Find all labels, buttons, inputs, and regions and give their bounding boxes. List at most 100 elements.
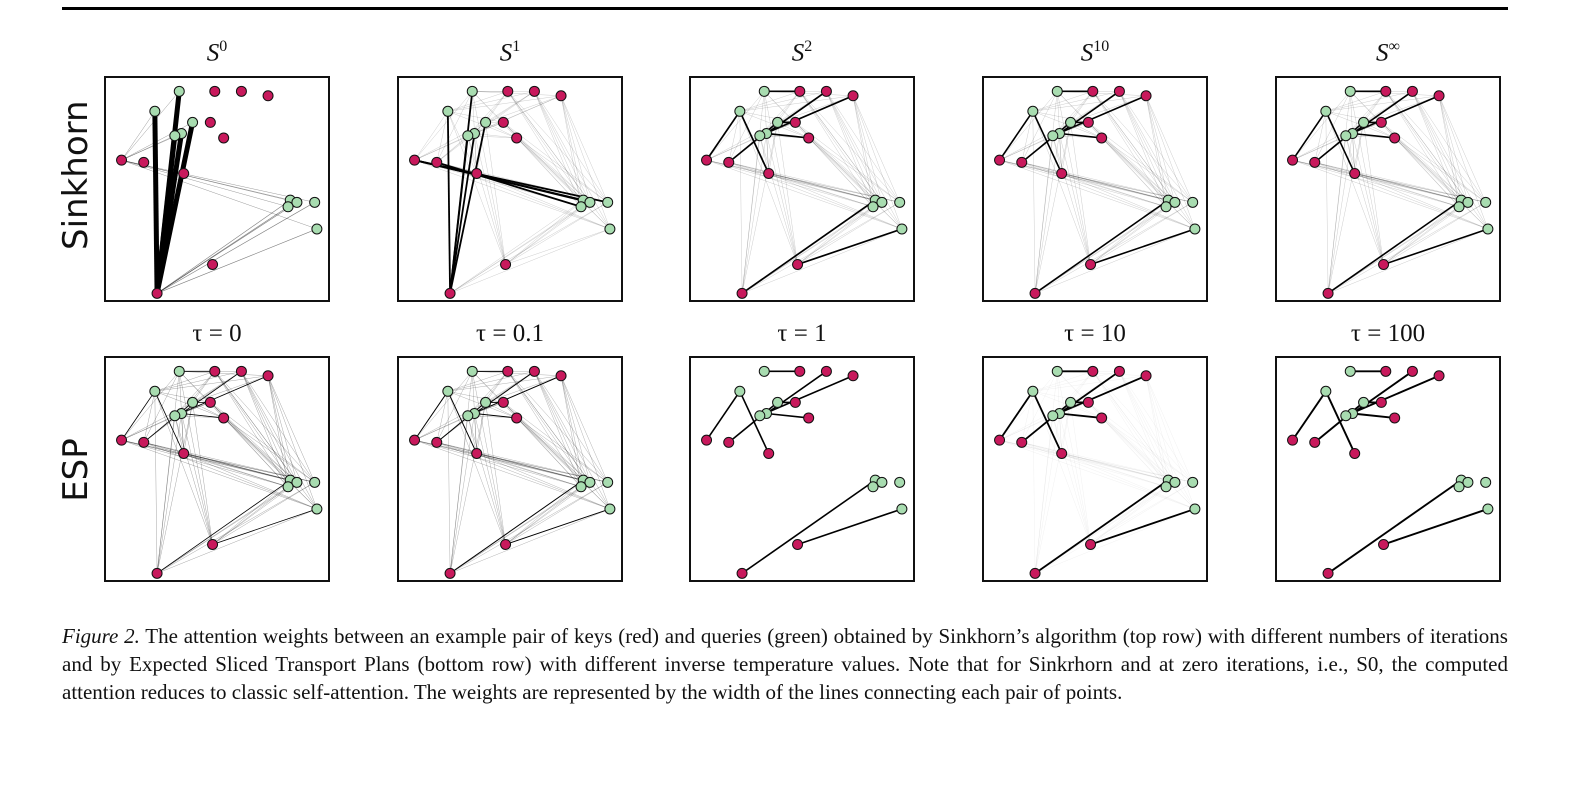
attention-edge <box>505 486 582 545</box>
attention-edge <box>1021 442 1175 483</box>
panel-plot <box>701 85 908 299</box>
key-point <box>409 154 421 166</box>
attention-edge <box>1394 137 1460 207</box>
attention-edge <box>214 371 291 481</box>
attention-edge <box>1090 482 1193 545</box>
key-point <box>1322 287 1334 299</box>
attention-edge <box>1034 202 1193 294</box>
caption-lead: Figure 2. <box>62 624 140 648</box>
attention-edge <box>436 442 610 510</box>
key-point <box>500 258 512 270</box>
key-point <box>511 412 523 424</box>
attention-edge <box>1032 371 1120 392</box>
esp-panel-3 <box>982 356 1208 582</box>
panel-plot <box>994 365 1201 579</box>
attention-edge <box>808 137 874 207</box>
key-point <box>701 154 713 166</box>
key-point <box>409 434 421 446</box>
query-point <box>758 85 770 97</box>
attention-edge <box>1325 111 1384 265</box>
query-point <box>149 385 161 397</box>
attention-edge <box>241 371 291 481</box>
attention-edge <box>1057 91 1091 265</box>
key-point <box>1406 365 1418 377</box>
query-point <box>466 85 478 97</box>
attention-edge <box>999 439 1193 483</box>
attention-edge <box>1034 371 1058 574</box>
query-point <box>1160 201 1172 213</box>
key-point <box>1140 370 1152 382</box>
attention-edge <box>766 412 809 419</box>
attention-edge <box>436 442 608 483</box>
attention-edge <box>728 162 902 230</box>
key-point <box>1322 567 1334 579</box>
attention-edge <box>1385 91 1486 203</box>
attention-edge <box>534 371 584 481</box>
attention-edge <box>826 91 883 203</box>
key-point <box>820 85 832 97</box>
attention-edge <box>1383 202 1486 265</box>
attention-edge <box>1438 95 1460 207</box>
attention-edge <box>1092 91 1193 203</box>
query-point <box>1358 116 1370 128</box>
key-point <box>803 132 815 144</box>
attention-edge <box>414 111 449 161</box>
attention-edge <box>507 371 591 483</box>
attention-edge <box>474 133 506 265</box>
attention-edge <box>560 95 591 203</box>
attention-edge <box>797 206 874 265</box>
attention-edge <box>485 371 508 403</box>
attention-edge <box>192 371 242 403</box>
key-point <box>204 396 216 408</box>
attention-edge <box>999 415 1053 441</box>
attention-edge <box>183 453 297 483</box>
attention-edge <box>1383 202 1469 265</box>
key-point <box>502 85 514 97</box>
attention-edge <box>1314 162 1460 207</box>
esp-title-2: τ = 1 <box>777 320 827 347</box>
attention-edge <box>808 137 900 203</box>
attention-edge <box>1101 417 1176 483</box>
query-point <box>480 116 492 128</box>
attention-edge <box>516 137 611 230</box>
attention-edge <box>534 91 584 201</box>
query-point <box>602 196 614 208</box>
attention-edge <box>192 375 269 403</box>
attention-edge <box>1032 375 1147 392</box>
attention-edge <box>799 91 874 207</box>
key-point <box>1140 90 1152 102</box>
attention-edge <box>143 442 315 483</box>
attention-edge <box>1383 206 1460 265</box>
query-point <box>772 396 784 408</box>
attention-edge <box>154 375 269 392</box>
attention-edge <box>436 162 610 230</box>
attention-edge <box>143 442 289 487</box>
attention-edge <box>759 375 854 417</box>
key-point <box>116 154 128 166</box>
attention-edge <box>449 415 469 574</box>
attention-edge <box>741 202 883 294</box>
key-point <box>1406 85 1418 97</box>
attention-edge <box>999 439 1175 483</box>
attention-edge <box>826 91 874 207</box>
key-point <box>262 370 274 382</box>
attention-edge <box>1291 110 1327 161</box>
query-point <box>867 201 879 213</box>
key-point <box>511 132 523 144</box>
panel-plot <box>409 365 616 579</box>
attention-edge <box>467 91 535 136</box>
query-point <box>1160 481 1172 493</box>
query-point <box>442 385 454 397</box>
sinkhorn-panel-1 <box>397 76 623 302</box>
attention-edge <box>1412 91 1460 207</box>
query-point <box>311 223 323 235</box>
attention-edge <box>1412 91 1489 230</box>
attention-edge <box>1385 91 1469 203</box>
attention-edge <box>192 371 215 403</box>
key-point <box>502 365 514 377</box>
attention-edge <box>1354 173 1488 230</box>
attention-edge <box>534 91 582 207</box>
key-point <box>1029 287 1041 299</box>
query-point <box>1189 223 1201 235</box>
sinkhorn-title-2: S2 <box>791 38 813 67</box>
